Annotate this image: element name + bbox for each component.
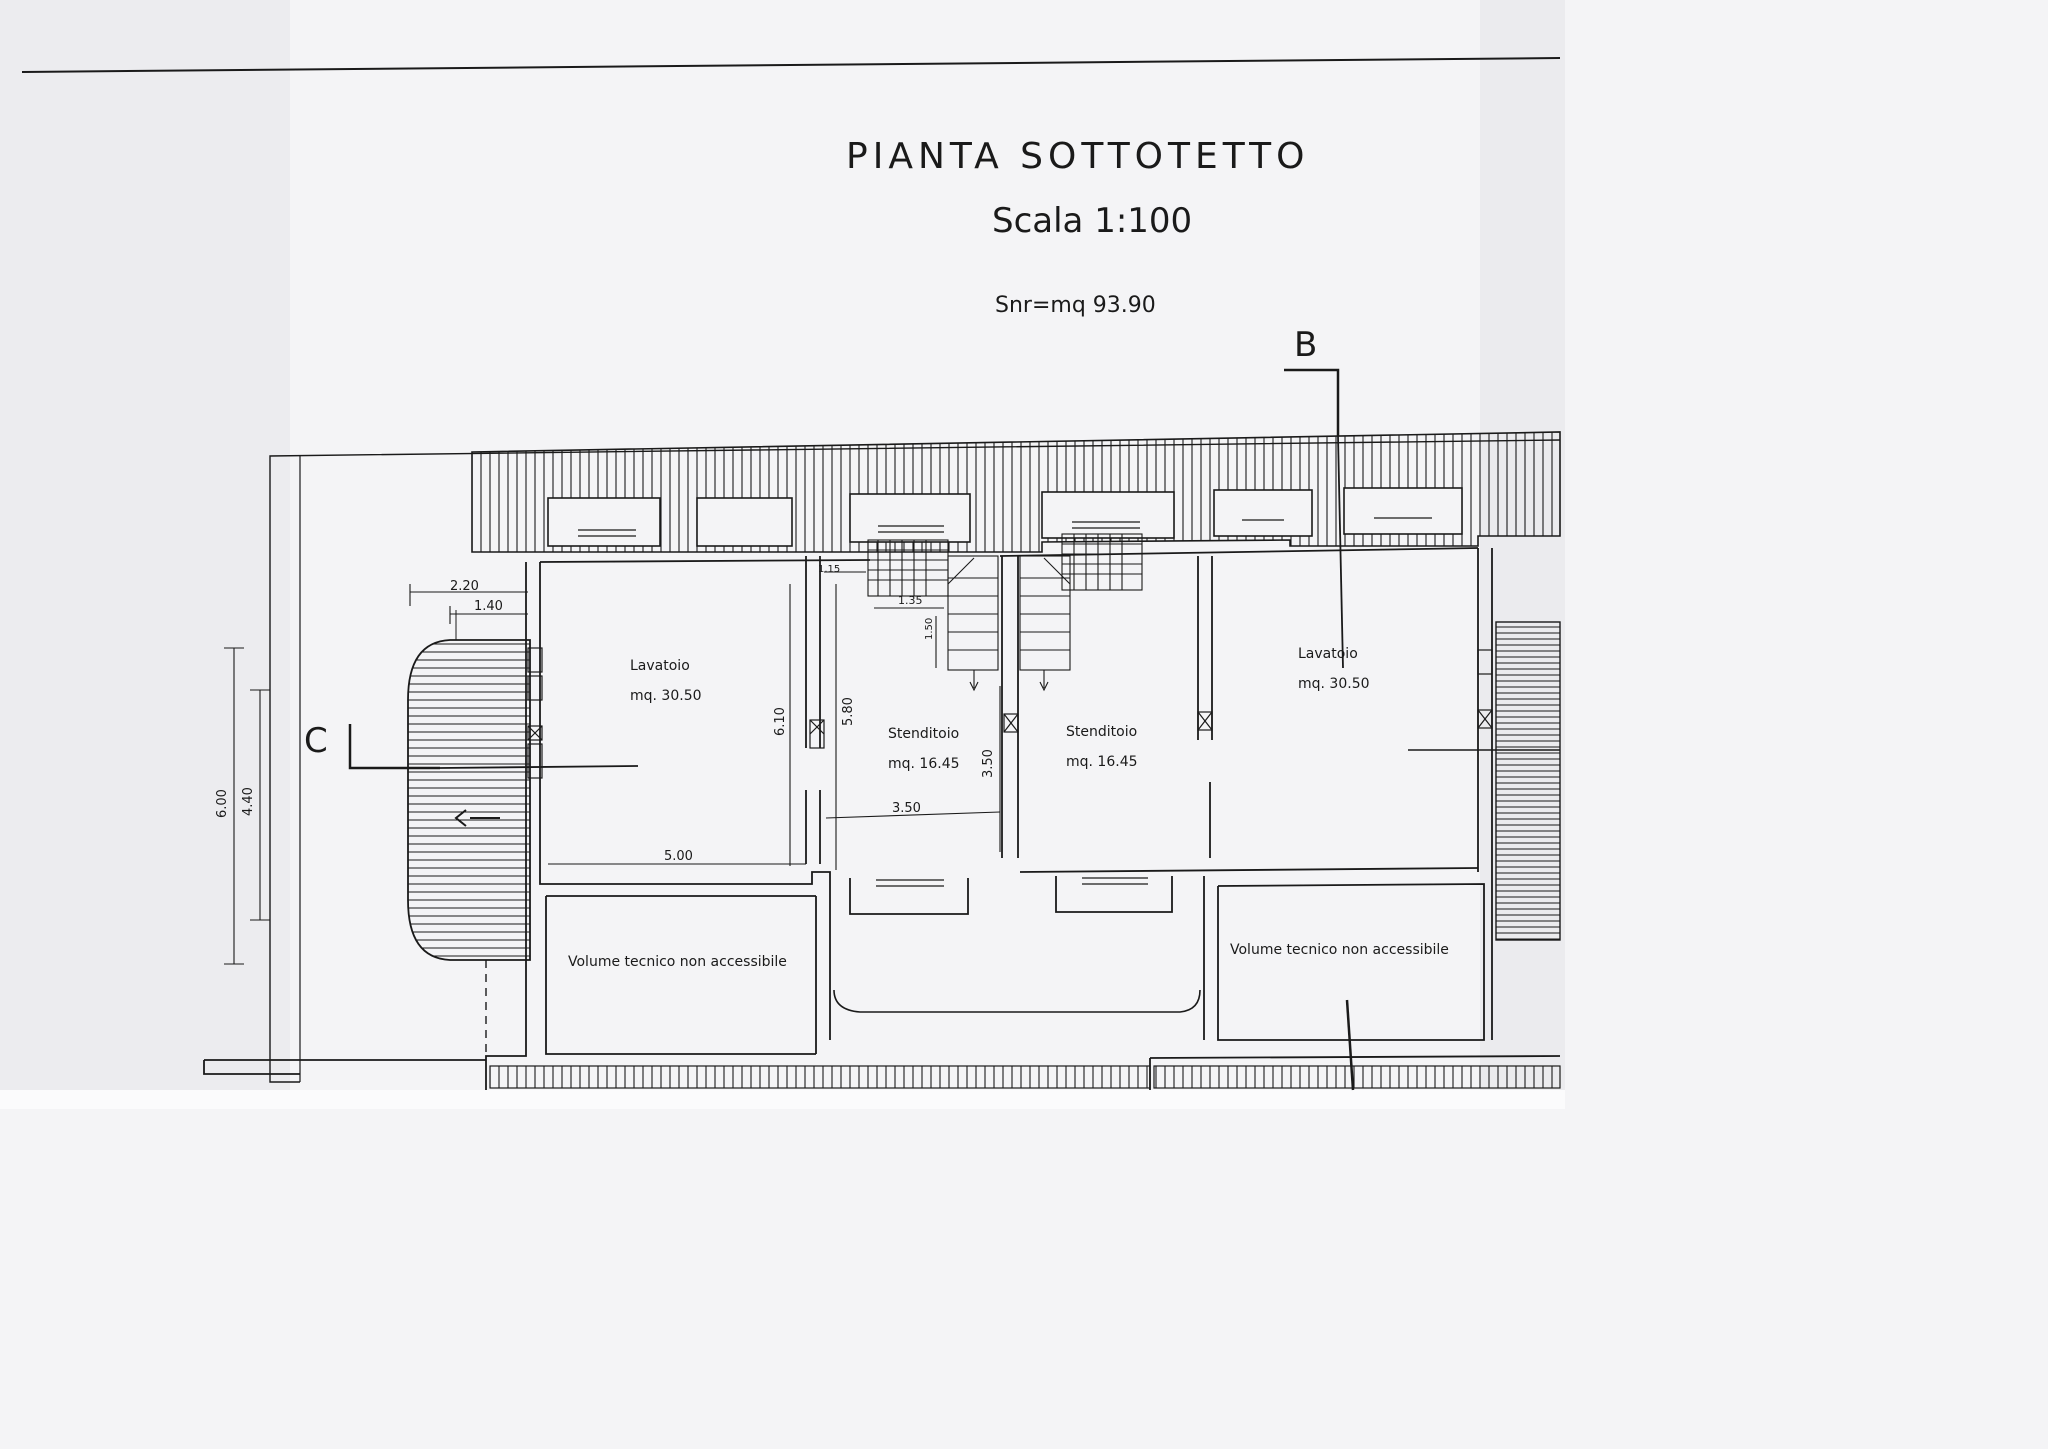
room-area: mq. 30.50 <box>1298 676 1370 692</box>
section-label-c: C <box>304 721 328 761</box>
room-area: mq. 16.45 <box>1066 754 1138 770</box>
base-hatch-right <box>1153 1065 1561 1089</box>
sheet-border-top <box>21 57 1561 73</box>
dimension-lines <box>224 571 1001 965</box>
technical-volume-left: Volume tecnico non accessibile <box>568 954 787 970</box>
room-area: mq. 30.50 <box>630 688 702 704</box>
roof-hatch-band <box>471 431 1561 553</box>
dim-5-80: 5.80 <box>841 697 856 726</box>
section-label-b: B <box>1294 325 1317 365</box>
dim-1-50: 1.50 <box>924 618 935 640</box>
room-stenditoio-left: Stenditoio mq. 16.45 <box>888 726 960 772</box>
walls <box>203 547 1561 1090</box>
ramp-arrow-icon <box>454 809 467 827</box>
dim-1-35: 1.35 <box>898 594 923 607</box>
base-hatch-left <box>489 1065 1151 1089</box>
dim-3-50-vertical: 3.50 <box>981 749 996 778</box>
staircase-left <box>867 539 999 692</box>
room-name: Stenditoio <box>888 726 959 742</box>
floor-plan-sheet: PIANTA SOTTOTETTO Scala 1:100 Snr=mq 93.… <box>0 0 1561 1109</box>
dim-2-20: 2.20 <box>450 579 479 594</box>
dim-1-15: 1.15 <box>818 564 840 575</box>
technical-volume-right: Volume tecnico non accessibile <box>1230 942 1449 958</box>
surface-area: Snr=mq 93.90 <box>995 293 1156 318</box>
dim-3-50-horizontal: 3.50 <box>892 801 921 816</box>
room-name: Lavatoio <box>630 658 690 674</box>
room-area: mq. 16.45 <box>888 756 960 772</box>
dim-5-00: 5.00 <box>664 849 693 864</box>
external-ramp <box>407 639 531 961</box>
right-stair-hatch <box>1495 621 1561 941</box>
room-name: Stenditoio <box>1066 724 1137 740</box>
dim-4-40: 4.40 <box>241 787 256 816</box>
window-markers <box>527 647 1493 779</box>
dim-6-10: 6.10 <box>773 707 788 736</box>
plan-title: PIANTA SOTTOTETTO <box>846 136 1309 177</box>
room-stenditoio-right: Stenditoio mq. 16.45 <box>1066 724 1138 770</box>
staircase-right <box>1019 533 1143 692</box>
room-lavatoio-right: Lavatoio mq. 30.50 <box>1298 646 1370 692</box>
room-lavatoio-left: Lavatoio mq. 30.50 <box>630 658 702 704</box>
dim-1-40: 1.40 <box>474 599 503 614</box>
dim-6-00: 6.00 <box>215 789 230 818</box>
plan-scale: Scala 1:100 <box>992 201 1192 241</box>
room-name: Lavatoio <box>1298 646 1358 662</box>
paper-fold-left <box>0 0 290 1109</box>
section-marker-b <box>1284 368 1340 436</box>
